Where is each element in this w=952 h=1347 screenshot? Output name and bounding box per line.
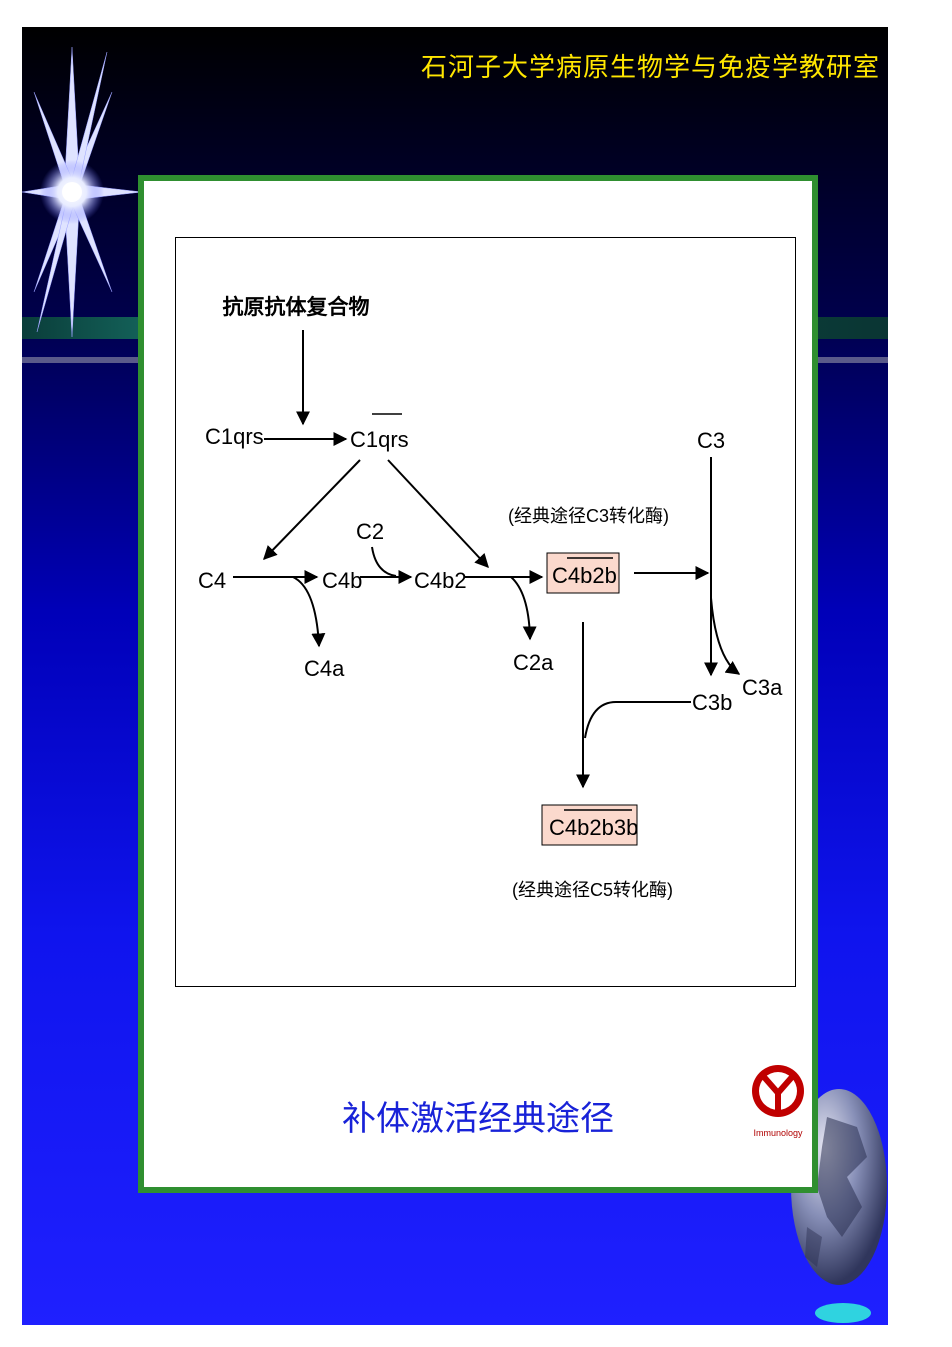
c3-convertase-box xyxy=(546,552,620,594)
content-panel: 抗原抗体复合物 C1qrs C1qrs C4 C4b C4a C2 C4b2 C… xyxy=(138,175,818,1193)
c1-to-c4-arrow xyxy=(263,459,361,561)
diagram-frame: 抗原抗体复合物 C1qrs C1qrs C4 C4b C4a C2 C4b2 C… xyxy=(175,237,796,987)
activated-c1-label: C1qrs xyxy=(350,427,409,452)
c3b-binding-arrow xyxy=(584,701,691,739)
c3-convertase-note: (经典途径C3转化酶) xyxy=(508,506,669,526)
classical-pathway-diagram: 抗原抗体复合物 C1qrs C1qrs C4 C4b C4a C2 C4b2 C… xyxy=(198,295,783,900)
logo-text: Immunology xyxy=(753,1128,803,1138)
header-title: 石河子大学病原生物学与免疫学教研室 xyxy=(420,53,880,83)
c2a-release-arrow xyxy=(510,576,537,641)
c5-convertase-box xyxy=(541,804,638,846)
c4a-label: C4a xyxy=(304,656,345,681)
c4b-label: C4b xyxy=(322,568,362,593)
immunology-logo-icon xyxy=(752,1065,804,1117)
c4b2-label: C4b2 xyxy=(414,568,467,593)
immunology-logo: Immunology xyxy=(750,1061,806,1151)
c2a-label: C2a xyxy=(513,650,554,675)
slide-caption: 补体激活经典途径 xyxy=(342,1099,614,1139)
c2-label: C2 xyxy=(356,519,384,544)
c3b-label: C3b xyxy=(692,690,732,715)
antigen-antibody-complex-label: 抗原抗体复合物 xyxy=(223,295,370,319)
c3-label: C3 xyxy=(697,428,725,453)
c3-convertase-label: C4b2b xyxy=(552,563,617,588)
slide-background: 石河子大学病原生物学与免疫学教研室 xyxy=(22,27,888,1325)
c3a-release-arrow xyxy=(710,597,741,675)
sparkle-star-icon xyxy=(22,47,143,338)
c3a-label: C3a xyxy=(742,675,783,700)
c1qrs-label: C1qrs xyxy=(205,424,264,449)
c4a-release-arrow xyxy=(292,576,326,648)
c2-binding-arrow xyxy=(371,546,397,577)
c1-to-c2-arrow xyxy=(387,459,489,569)
c5-convertase-note: (经典途径C5转化酶) xyxy=(512,880,673,900)
c5-convertase-label: C4b2b3b xyxy=(549,815,638,840)
c4-label: C4 xyxy=(198,568,226,593)
